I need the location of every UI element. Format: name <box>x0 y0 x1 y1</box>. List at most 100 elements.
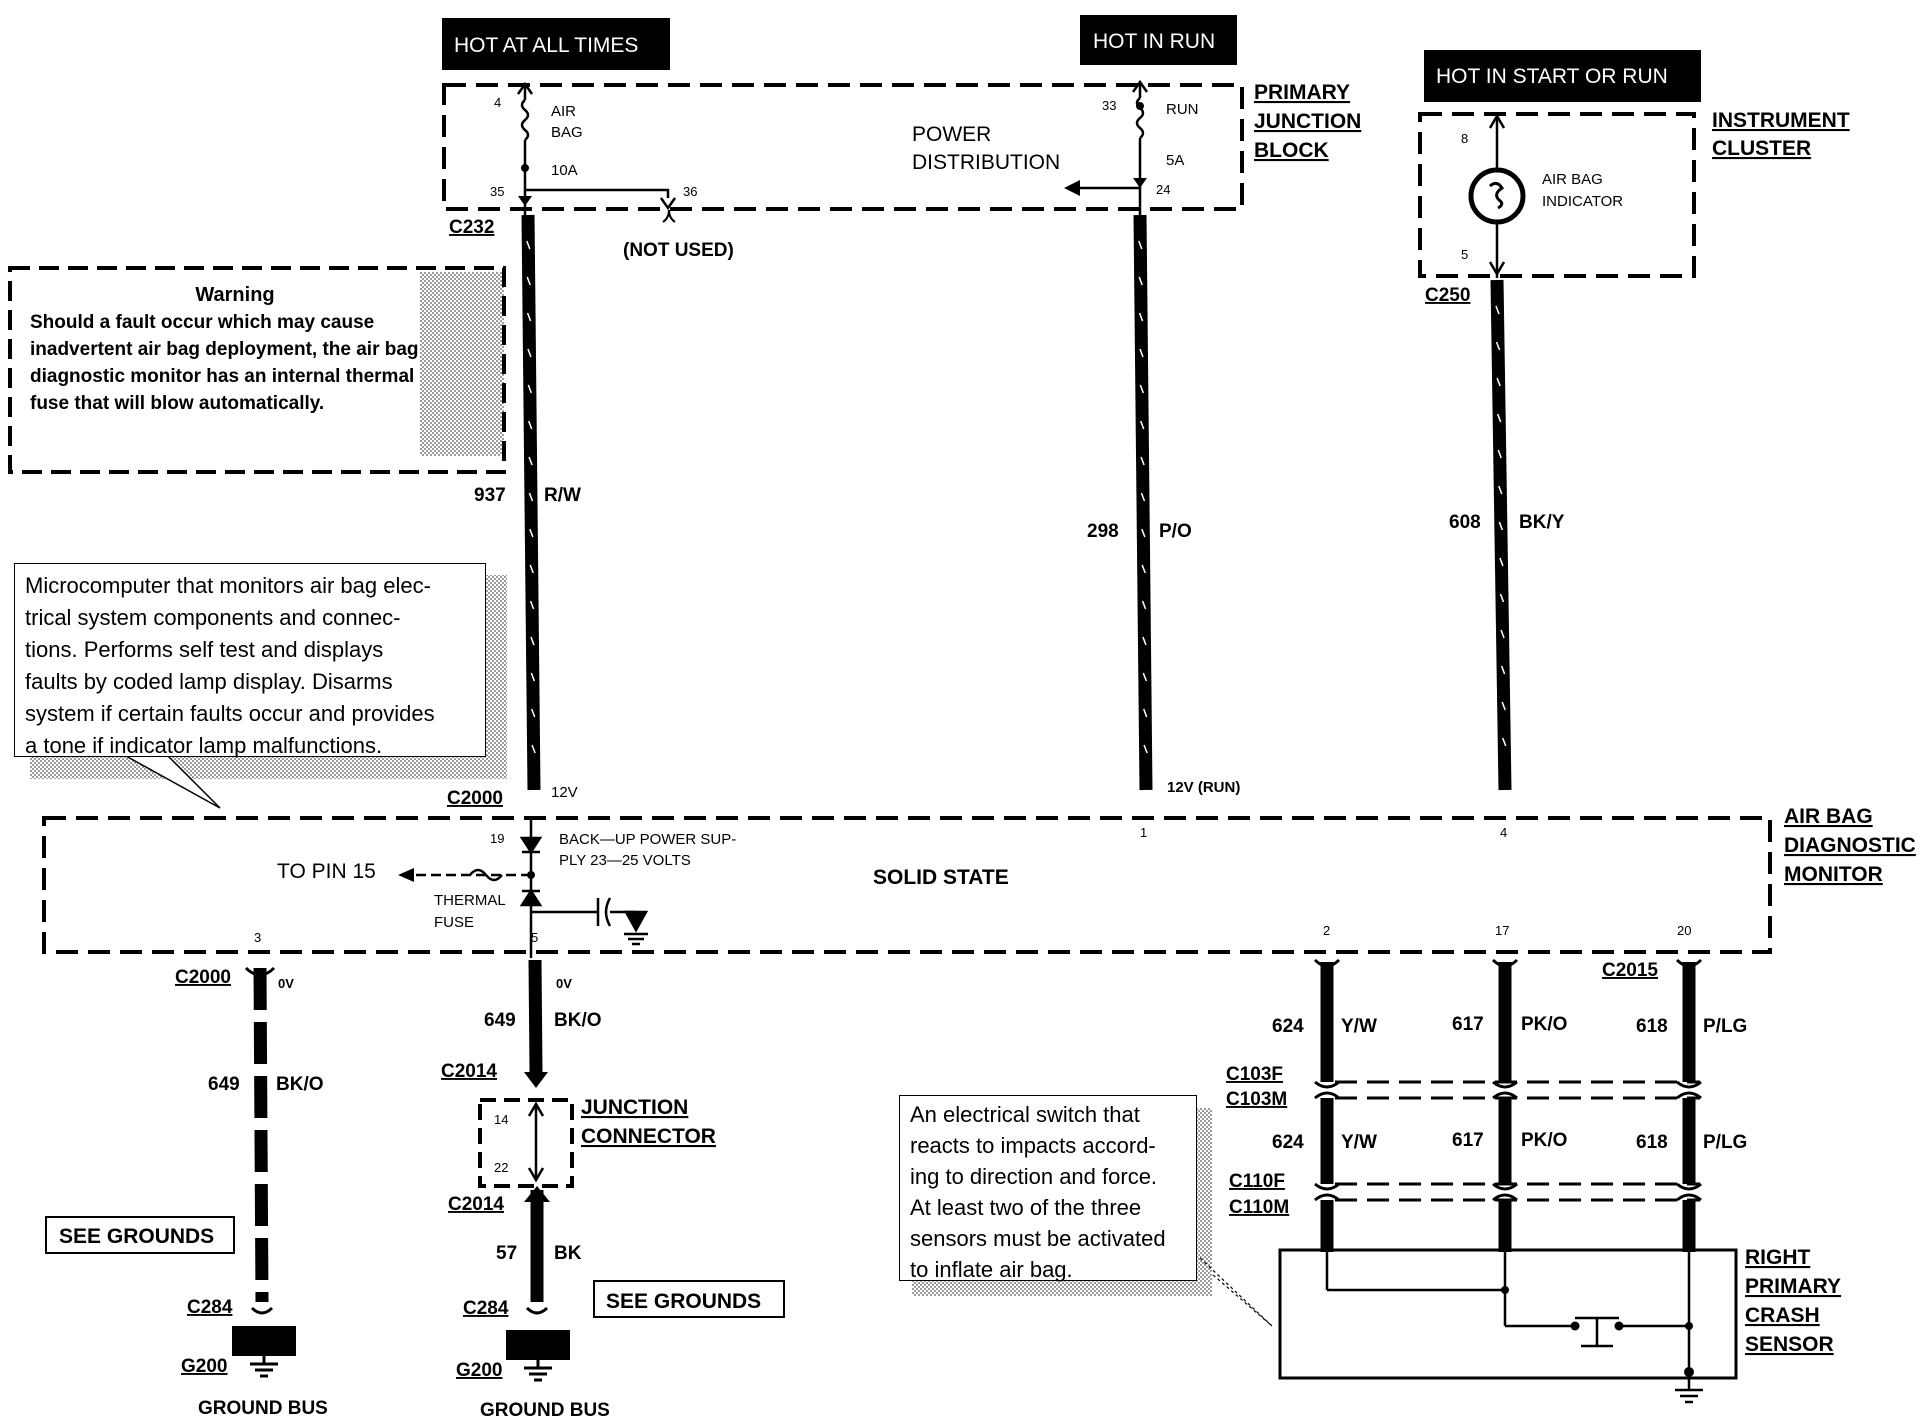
air-bag-fuse-pin-bottom: 35 <box>490 184 504 199</box>
instrument-cluster-title-1: INSTRUMENT <box>1712 109 1850 132</box>
crash-wire2-color-bottom: PK/O <box>1521 1130 1567 1151</box>
sensor-note-pointer <box>1199 1257 1273 1327</box>
wire-tick <box>1142 708 1148 718</box>
junction-connector-link <box>527 1101 545 1183</box>
wire-tick <box>1496 413 1502 423</box>
wire-tick <box>1498 485 1503 495</box>
wire-608-color: BK/Y <box>1519 512 1565 533</box>
warning-line-2: inadvertent air bag deployment, the air … <box>30 339 419 360</box>
crash-wire1-color-top: Y/W <box>1341 1016 1377 1037</box>
thermal-fuse-label-2: FUSE <box>434 914 474 931</box>
crash-sensor-title-2: PRIMARY <box>1745 1275 1841 1298</box>
monitor-note-line-3: tions. Performs self test and displays <box>25 637 384 662</box>
wire-tick <box>1496 377 1501 387</box>
left-ground-bus-label: GROUND BUS <box>198 1398 328 1419</box>
wire-tick <box>530 636 535 646</box>
hot-in-run-label: HOT IN RUN <box>1093 30 1215 53</box>
wire-tick <box>1139 420 1145 430</box>
pin-2: 2 <box>1323 923 1330 938</box>
wire-tick <box>1502 737 1507 747</box>
power-distribution-label-2: DISTRIBUTION <box>912 151 1060 174</box>
primary-junction-block-title-2: JUNCTION <box>1254 110 1361 133</box>
monitor-note-shade <box>485 575 507 757</box>
wire-tick <box>529 600 535 610</box>
air-bag-fuse <box>520 86 670 215</box>
wire-tick <box>526 240 531 250</box>
run-fuse-rating: 5A <box>1166 152 1184 169</box>
middle-0v-label: 0V <box>556 976 572 991</box>
sensor-note-line-3: ing to direction and force. <box>910 1164 1158 1189</box>
backup-supply-label-1: BACK—UP POWER SUP- <box>559 831 736 848</box>
instrument-cluster-pin-top: 8 <box>1461 131 1468 146</box>
wire-937 <box>521 214 541 791</box>
wire-tick <box>529 564 534 574</box>
pin-17: 17 <box>1495 923 1509 938</box>
pin-3: 3 <box>254 930 261 945</box>
warning-box-shade <box>420 272 504 456</box>
crash-wire3-circuit-top: 618 <box>1636 1016 1668 1037</box>
middle-c2014-top: C2014 <box>441 1061 497 1082</box>
run-fuse-pin-top: 33 <box>1102 98 1116 113</box>
pin-5: 5 <box>531 930 538 945</box>
air-bag-fuse-name-1: AIR <box>551 103 576 120</box>
wire-298-color: P/O <box>1159 521 1192 542</box>
warning-box <box>8 266 506 474</box>
sensor-note-line-4: At least two of the three <box>910 1195 1142 1220</box>
monitor-note-line-2: trical system components and connec- <box>25 605 401 630</box>
wire-tick <box>1143 744 1148 754</box>
middle-ground-wire <box>528 959 544 1302</box>
wire-tick <box>1141 600 1147 610</box>
wire-tick <box>526 312 532 322</box>
middle-ground-symbol <box>524 1360 552 1382</box>
wire-tick <box>528 456 533 466</box>
wire-tick <box>1500 665 1506 675</box>
monitor-note-line-1: Microcomputer that monitors air bag elec… <box>25 573 431 598</box>
middle-wire2-color: BK <box>554 1243 582 1264</box>
to-pin-15-label: TO PIN 15 <box>277 860 376 883</box>
left-wire-circuit: 649 <box>208 1074 240 1095</box>
warning-line-3: diagnostic monitor has an internal therm… <box>30 366 415 387</box>
wire-937-circuit: 937 <box>474 485 506 506</box>
warning-line-1: Should a fault occur which may cause <box>30 312 375 333</box>
primary-junction-block-title-3: BLOCK <box>1254 139 1329 162</box>
wire-tick <box>1495 341 1501 351</box>
hot-at-all-times-header <box>442 18 670 70</box>
crash-sensor-title-4: SENSOR <box>1745 1333 1834 1356</box>
wire-937-color: R/W <box>544 485 581 506</box>
instrument-cluster-box <box>1418 112 1696 278</box>
monitor-note-line-6: a tone if indicator lamp malfunctions. <box>25 733 383 758</box>
wire-tick <box>1141 564 1146 574</box>
air-bag-fuse-pin-alt: 36 <box>683 184 697 199</box>
air-bag-fuse-rating: 10A <box>551 162 578 179</box>
power-distribution-label-1: POWER <box>912 123 991 146</box>
air-bag-indicator-label-1: AIR BAG <box>1542 171 1603 188</box>
left-see-grounds-box <box>45 1216 235 1254</box>
run-fuse-pin-bottom: 24 <box>1156 182 1170 197</box>
middle-see-grounds-box <box>593 1280 785 1318</box>
air-bag-indicator-lamp <box>1468 113 1526 278</box>
wire-tick <box>1139 348 1144 358</box>
middle-ground-block <box>506 1330 570 1360</box>
wire-608 <box>1490 279 1512 791</box>
crash-sensor-title-1: RIGHT <box>1745 1246 1811 1269</box>
wire-tick <box>1498 521 1504 531</box>
air-bag-fuse-name-2: BAG <box>551 124 583 141</box>
c103m-connector: C103M <box>1226 1089 1287 1110</box>
crash-wire3-color-top: P/LG <box>1703 1016 1747 1037</box>
monitor-note-line-5: system if certain faults occur and provi… <box>25 701 435 726</box>
monitor-note-line-4: faults by coded lamp display. Disarms <box>25 669 393 694</box>
wire-298-circuit: 298 <box>1087 521 1119 542</box>
wire-tick <box>1499 557 1504 567</box>
diagnostic-monitor-title-3: MONITOR <box>1784 863 1883 886</box>
pin-4: 4 <box>1500 825 1507 840</box>
backup-supply-label-2: PLY 23—25 VOLTS <box>559 852 691 869</box>
wire-tick <box>1142 636 1147 646</box>
c110m-connector: C110M <box>1229 1197 1289 1218</box>
c2015-connector: C2015 <box>1602 960 1658 981</box>
crash-sensor-title-3: CRASH <box>1745 1304 1820 1327</box>
warning-line-4: fuse that will blow automatically. <box>30 393 325 414</box>
crash-wire3-color-bottom: P/LG <box>1703 1132 1747 1153</box>
wire-298 <box>1133 214 1153 791</box>
diagnostic-monitor-title-2: DIAGNOSTIC <box>1784 834 1916 857</box>
hot-in-run-header <box>1080 15 1237 65</box>
